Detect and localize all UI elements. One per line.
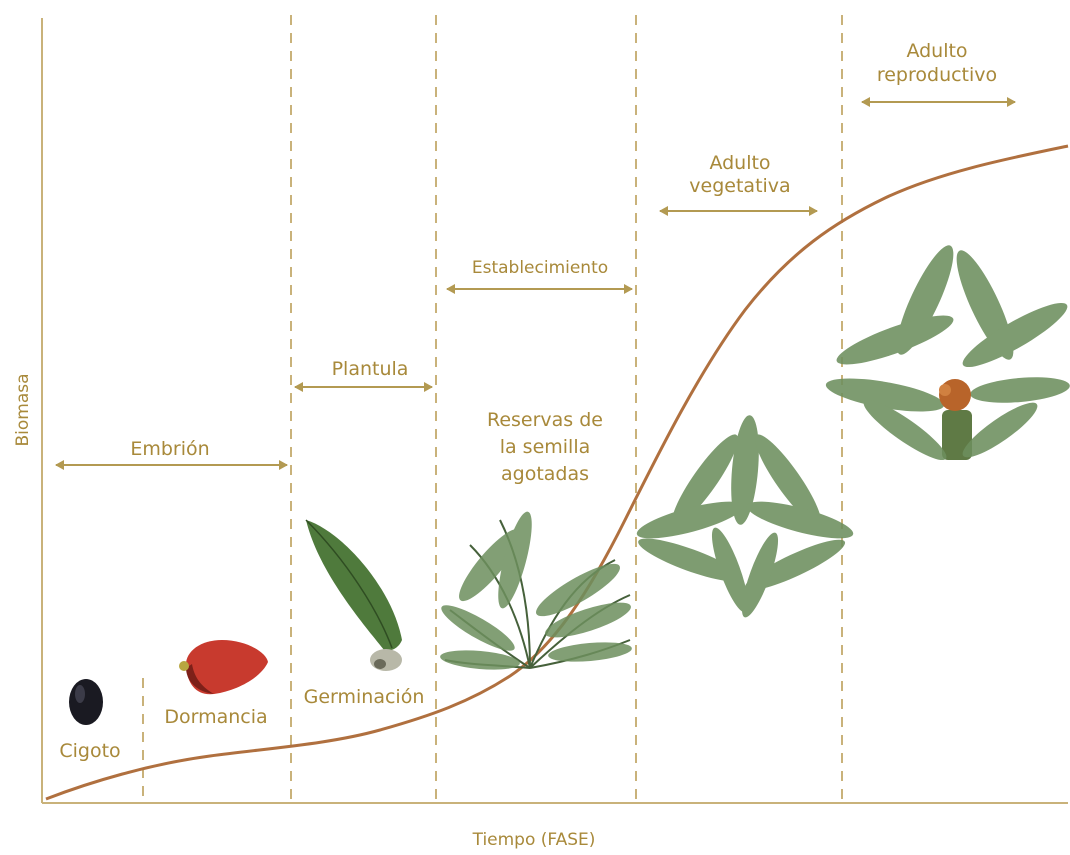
phase-label-plantula: Plantula — [332, 358, 409, 380]
stage-label-germinacion: Germinación — [304, 686, 425, 708]
annotation-reservas-line1: Reservas de — [487, 409, 603, 431]
phase-label-establecimiento: Establecimiento — [472, 258, 608, 278]
phase-label-adulto-vegetativa-line1: Adulto — [709, 152, 770, 174]
reproductive-palm-icon — [824, 240, 1070, 468]
young-palm-frond — [437, 598, 520, 657]
seedling-icon — [306, 520, 402, 671]
fruit-bunch — [939, 384, 951, 396]
annotation-reservas-line3: agotadas — [501, 463, 589, 485]
stage-label-dormancia: Dormancia — [164, 706, 267, 728]
stage-label-cigoto: Cigoto — [59, 740, 120, 762]
phase-label-adulto-reproductivo-line2: reproductivo — [877, 64, 997, 86]
phase-label-adulto-vegetativa-line2: vegetativa — [689, 175, 790, 197]
annotation-reservas-line2: la semilla — [500, 436, 591, 458]
x-axis-title: Tiempo (FASE) — [472, 830, 596, 850]
phase-label-embrion: Embrión — [130, 438, 209, 460]
young-palm-frond — [439, 648, 520, 673]
seed-icon — [69, 679, 103, 725]
vegetative-palm-icon — [634, 414, 856, 621]
y-axis-title: Biomasa — [13, 373, 33, 446]
fruit-icon — [179, 640, 268, 694]
phase-label-adulto-reproductivo-line1: Adulto — [906, 40, 967, 62]
reproductive-palm-frond — [969, 374, 1070, 407]
reproductive-palm-frond — [832, 307, 957, 374]
